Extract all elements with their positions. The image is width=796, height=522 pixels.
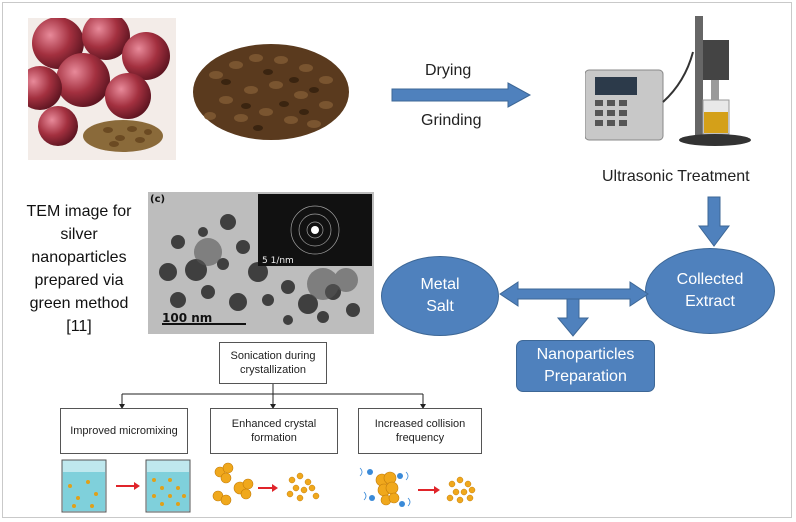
tem-caption-line: silver — [60, 226, 98, 243]
collision-frequency-line: Increased collision — [374, 418, 466, 430]
ultrasonic-device-photo — [585, 12, 755, 160]
tem-inset-scale: 5 1/nm — [262, 256, 294, 266]
collected-extract-line: Collected — [676, 271, 744, 288]
nanoparticles-line: Nanoparticles — [536, 346, 635, 363]
tem-image — [148, 192, 374, 334]
nanoparticles-preparation-node: Nanoparticles Preparation — [516, 340, 655, 392]
grinding-label: Grinding — [421, 112, 482, 129]
collected-extract-node: Collected Extract — [645, 248, 775, 334]
process-arrow-down — [698, 196, 730, 247]
tem-caption-line: nanoparticles — [31, 249, 127, 266]
sonication-root-box: Sonication during crystallization — [219, 342, 327, 384]
sonication-root-line: crystallization — [239, 364, 306, 376]
tem-caption-line: green method — [29, 295, 129, 312]
crystal-formation-line: Enhanced crystal — [231, 418, 317, 430]
collision-frequency-line: frequency — [395, 432, 445, 444]
nanoparticles-line: Preparation — [544, 368, 627, 385]
micromixing-illustration — [61, 459, 191, 513]
collected-extract-line: Extract — [685, 293, 735, 310]
micromixing-label: Improved micromixing — [70, 425, 178, 437]
tem-caption-line: TEM image for — [26, 203, 132, 220]
crystal-formation-box: Enhanced crystal formation — [210, 408, 338, 454]
collision-frequency-illustration — [359, 467, 476, 507]
sonication-tree-lines — [119, 384, 426, 409]
tem-caption-line: prepared via — [34, 272, 124, 289]
process-arrow-right — [391, 82, 532, 108]
tem-panel-label: (c) — [150, 194, 166, 205]
metal-salt-line: Metal — [420, 276, 460, 293]
ultrasonic-label: Ultrasonic Treatment — [602, 168, 750, 185]
crystal-formation-line: formation — [251, 432, 297, 444]
connector-arrows — [499, 281, 649, 337]
tem-caption-line: [11] — [66, 318, 92, 335]
sonication-root-line: Sonication during — [230, 350, 316, 362]
metal-salt-node: Metal Salt — [381, 256, 499, 336]
tem-scale-bar-label: 100 nm — [162, 311, 213, 325]
micromixing-box: Improved micromixing — [60, 408, 188, 454]
metal-salt-line: Salt — [426, 298, 454, 315]
crystal-formation-illustration — [212, 462, 320, 506]
grapes-photo — [28, 18, 176, 160]
tem-caption: TEM image for silver nanoparticles prepa… — [10, 200, 148, 338]
collision-frequency-box: Increased collision frequency — [358, 408, 482, 454]
drying-label: Drying — [425, 62, 472, 79]
grape-seeds-photo — [186, 20, 352, 158]
